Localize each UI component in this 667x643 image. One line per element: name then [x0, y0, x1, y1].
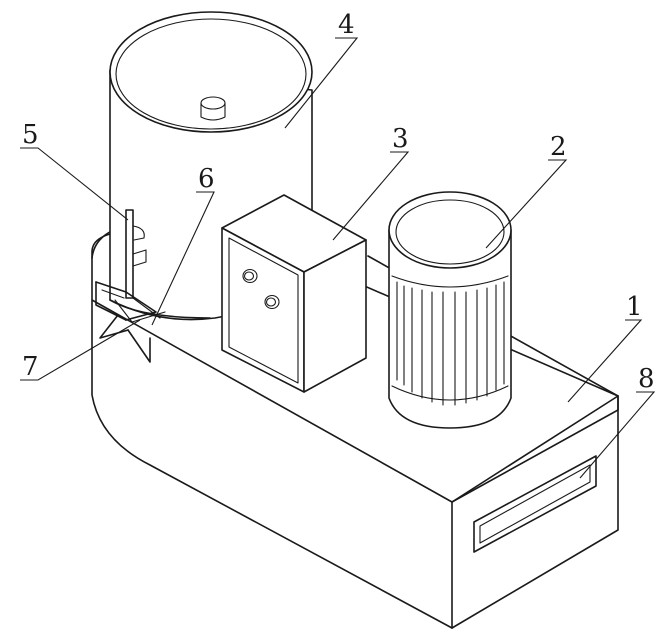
label-3: 3 [392, 124, 409, 154]
label-7: 7 [22, 352, 39, 382]
label-4: 4 [338, 10, 355, 40]
label-5: 5 [22, 120, 39, 150]
label-2: 2 [550, 132, 567, 162]
valve-assembly [95, 209, 166, 363]
vent-slot [473, 455, 597, 553]
part-numbers: 4 3 2 1 8 5 6 7 [22, 10, 655, 394]
label-1: 1 [626, 292, 643, 322]
leader-lines [20, 37, 656, 479]
motor [388, 191, 512, 429]
control-box [221, 194, 367, 393]
label-6: 6 [198, 164, 215, 194]
label-8: 8 [638, 364, 655, 394]
